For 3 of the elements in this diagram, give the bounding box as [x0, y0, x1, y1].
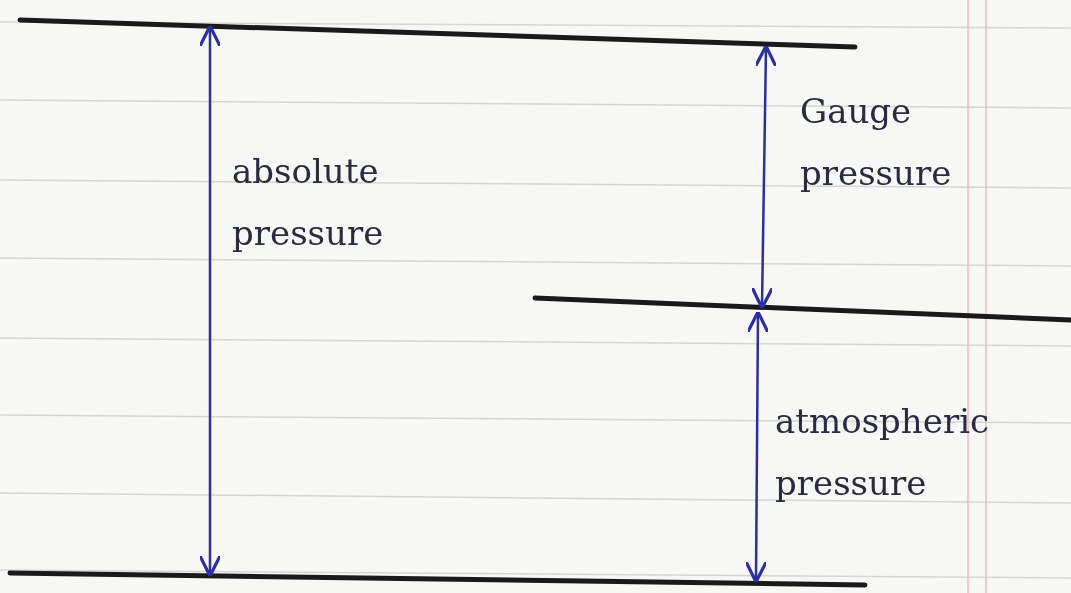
pressure-label: absolute pressure	[232, 150, 385, 255]
pressure-label: atmospheric pressure	[775, 400, 991, 505]
pressure-label: Gauge pressure	[800, 90, 953, 195]
